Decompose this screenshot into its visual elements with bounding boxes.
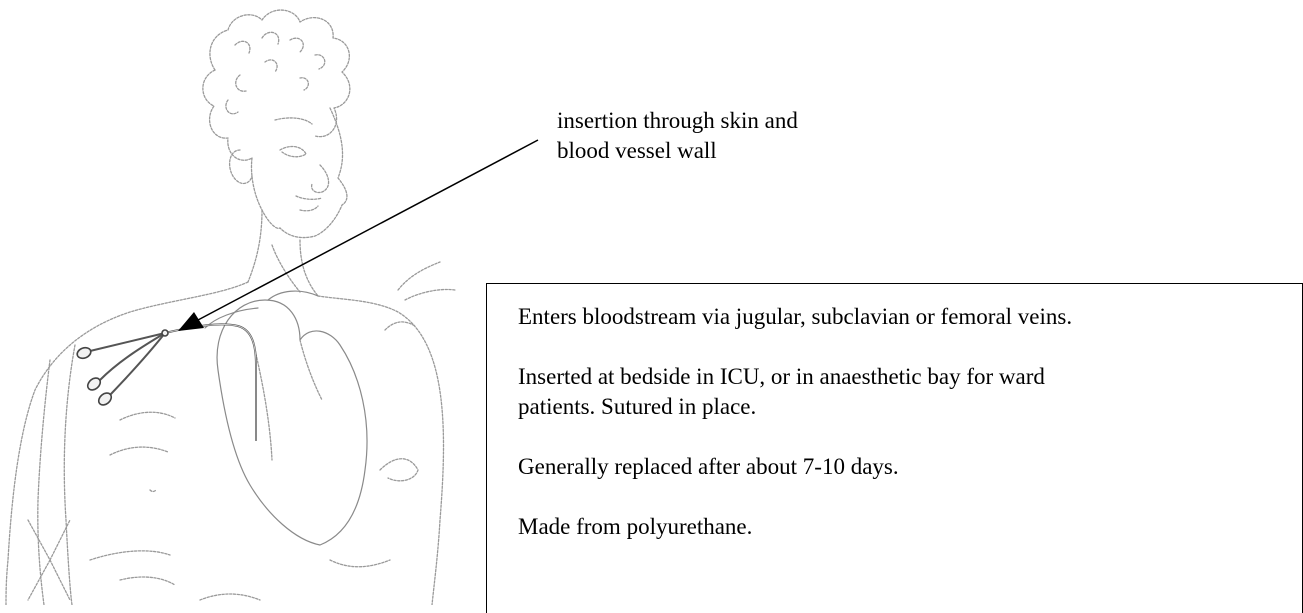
hair-outline (210, 10, 350, 137)
callout-line: blood vessel wall (557, 136, 798, 166)
info-line: Inserted at bedside in ICU, or in anaest… (518, 364, 1045, 389)
face-outline (280, 108, 347, 238)
callout-label: insertion through skin and blood vessel … (557, 106, 798, 166)
heart-outline (217, 300, 367, 545)
info-item-insertion: Inserted at bedside in ICU, or in anaest… (518, 362, 1302, 422)
info-box: Enters bloodstream via jugular, subclavi… (486, 283, 1303, 613)
arm-outline (38, 345, 75, 605)
info-line: Generally replaced after about 7-10 days… (518, 454, 899, 479)
info-item-material: Made from polyurethane. (518, 512, 1302, 542)
info-item-entry-route: Enters bloodstream via jugular, subclavi… (518, 302, 1302, 332)
info-line: patients. Sutured in place. (518, 394, 756, 419)
callout-line: insertion through skin and (557, 106, 798, 136)
human-figure-sketch (6, 10, 455, 605)
catheter-icon (76, 324, 256, 440)
info-line: Enters bloodstream via jugular, subclavi… (518, 304, 1072, 329)
torso-outline (6, 282, 248, 605)
neck-outline (248, 210, 318, 296)
info-line: Made from polyurethane. (518, 514, 752, 539)
info-item-replacement: Generally replaced after about 7-10 days… (518, 452, 1302, 482)
arrow-icon (178, 140, 538, 331)
